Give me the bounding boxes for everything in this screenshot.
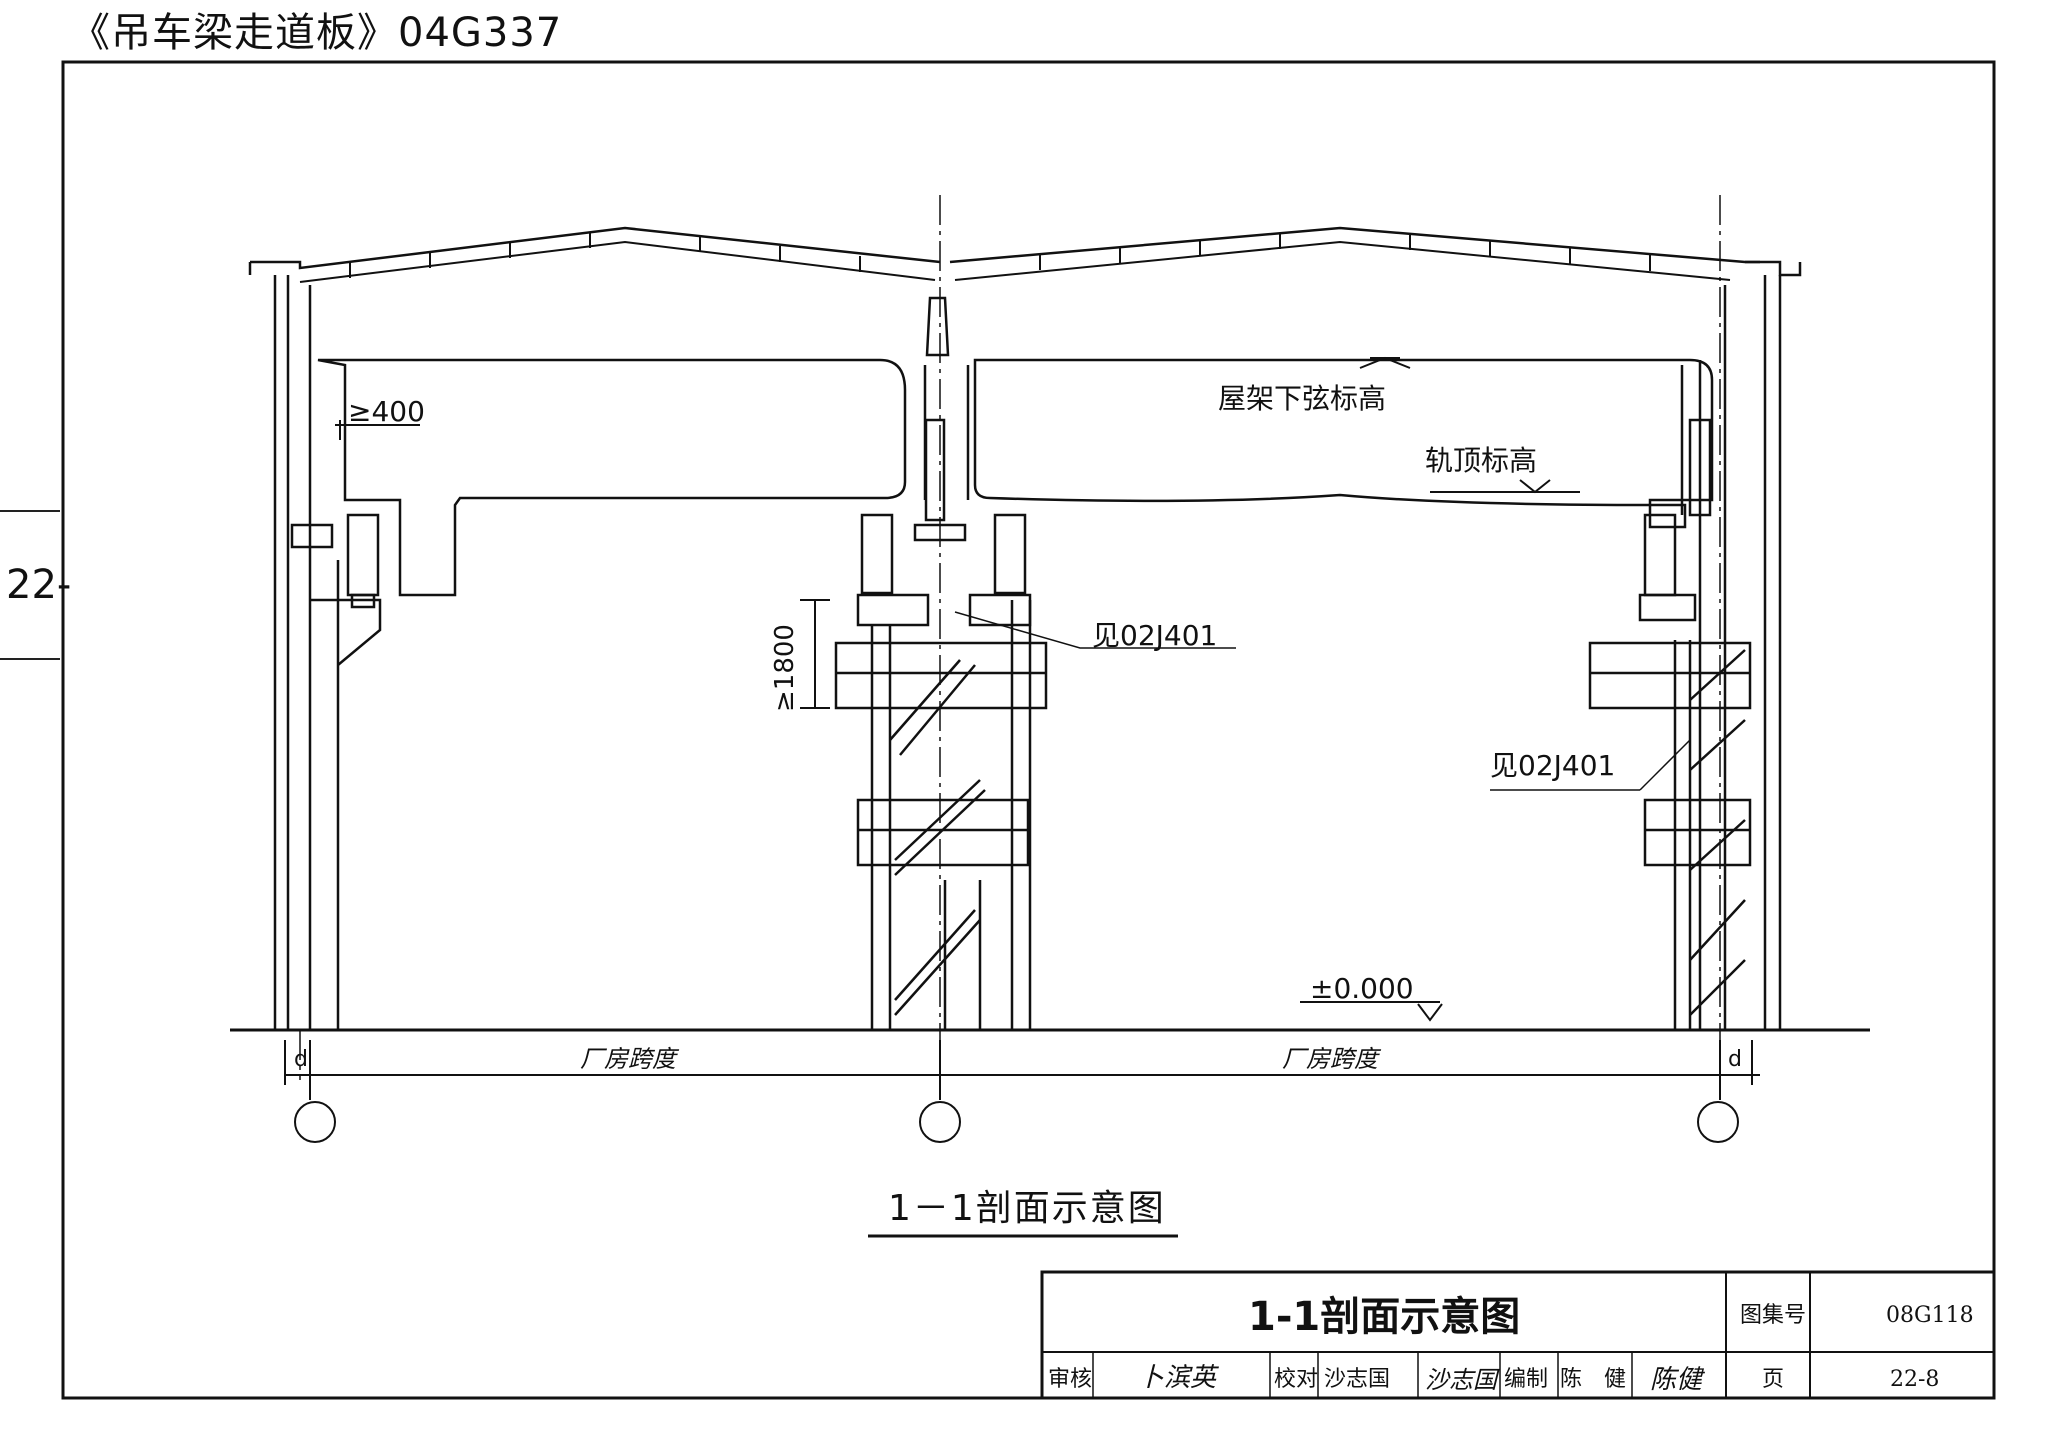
- center-landing-lower: [856, 798, 1030, 867]
- label-span-right: 厂房跨度: [1282, 1045, 1382, 1073]
- page-edge-tab-lines: [0, 510, 60, 660]
- label-ref-detail-left: 见02J401: [1092, 619, 1217, 652]
- axis-bubble-left: [294, 1101, 336, 1143]
- page-label: 页: [1762, 1367, 1784, 1392]
- label-offset-right: d: [1728, 1047, 1742, 1072]
- axis-bubble-right: [1697, 1101, 1739, 1143]
- atlas-number-label: 图集号: [1740, 1303, 1806, 1328]
- right-landing-lower: [1643, 798, 1752, 867]
- leader-lines: [954, 611, 1691, 791]
- crane-left: [317, 358, 907, 597]
- roof-purlins: [349, 232, 1651, 278]
- check-name: 沙志国: [1324, 1367, 1390, 1392]
- roof-left: [250, 226, 941, 270]
- center-landing-upper: [834, 641, 1048, 710]
- axis-centerlines: [299, 195, 1721, 1080]
- dimension-lines: [284, 420, 1760, 1100]
- right-landing-upper: [1588, 641, 1752, 710]
- page-edge-tab: [0, 510, 60, 660]
- structure-linework: [230, 226, 1870, 1032]
- label-rail-top-elevation: 轨顶标高: [1425, 444, 1537, 477]
- axis-bubble-center: [919, 1101, 961, 1143]
- axis-bubbles: [294, 1101, 1739, 1143]
- label-ground-level: ±0.000: [1310, 972, 1414, 1005]
- review-signature: 卜滨英: [1138, 1363, 1219, 1393]
- roof-right: [949, 226, 1760, 264]
- compile-signature: 陈健: [1650, 1365, 1706, 1395]
- label-min-height: ≥1800: [770, 624, 800, 712]
- crane-right: [973, 358, 1714, 507]
- atlas-number-value: 08G118: [1886, 1303, 1974, 1328]
- check-label: 校对: [1274, 1367, 1318, 1392]
- elevation-markers: [1300, 356, 1580, 1022]
- page-edge-tab-label: 22-: [6, 562, 72, 608]
- label-truss-bottom-elevation: 屋架下弦标高: [1218, 382, 1386, 415]
- compile-name: 陈 健: [1560, 1367, 1626, 1392]
- review-label: 审核: [1048, 1367, 1092, 1392]
- title-block-drawing-title: 1-1剖面示意图: [1248, 1294, 1520, 1340]
- label-span-left: 厂房跨度: [580, 1045, 680, 1073]
- document-header-title: 《吊车梁走道板》04G337: [70, 10, 563, 56]
- compile-label: 编制: [1504, 1367, 1548, 1392]
- check-signature: 沙志国: [1425, 1366, 1500, 1394]
- label-ref-detail-right: 见02J401: [1490, 749, 1615, 782]
- page-number-value: 22-8: [1890, 1367, 1939, 1392]
- label-min-clearance: ≥400: [348, 395, 425, 428]
- label-offset-left: d: [294, 1047, 308, 1072]
- sheet-border: [61, 60, 1996, 1400]
- drawing-caption: 1－1剖面示意图: [888, 1188, 1166, 1229]
- title-block: [1040, 1270, 1996, 1400]
